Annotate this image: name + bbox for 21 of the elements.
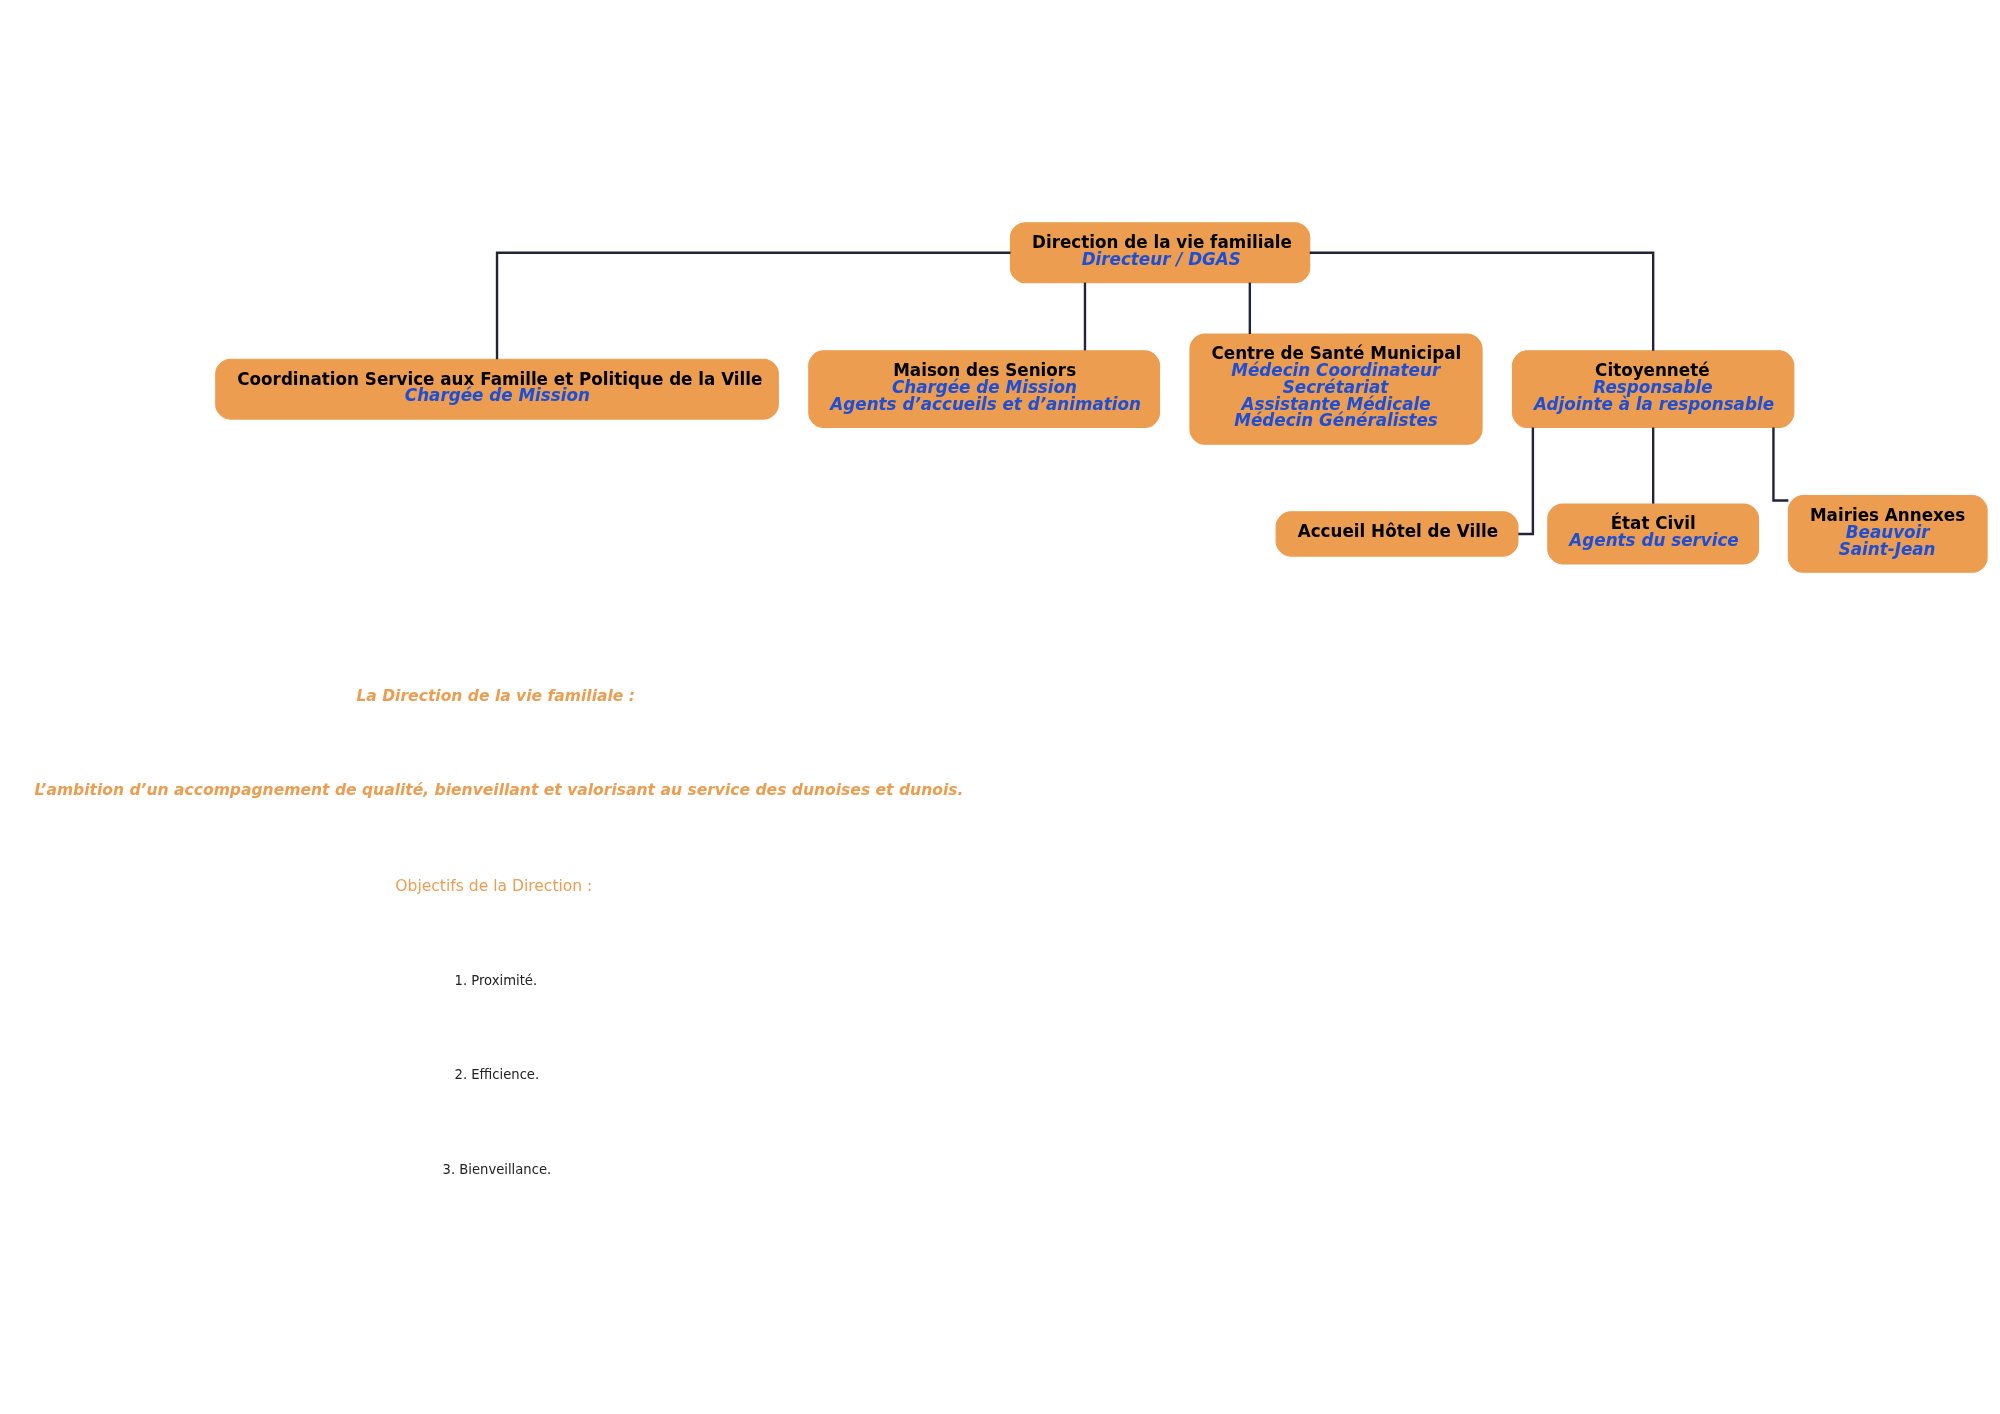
connector: [1518, 427, 1535, 535]
node-box: Citoyenneté Responsable Adjointe à la responsable: [1511, 349, 1795, 428]
label: 3. Bienveillance.: [442, 1161, 552, 1177]
label: Objectifs de la Direction :: [395, 876, 593, 895]
node-box: Direction de la vie familiale Directeur / DGAS: [1009, 221, 1311, 283]
connector: [1248, 282, 1252, 334]
connector: [1309, 251, 1655, 351]
node-box: Centre de Santé Municipal Médecin Coordinateur Secrétariat Assistante Médicale Médecin Généralistes: [1189, 333, 1483, 445]
label: L’ambition d’un accompagnement de qualité, bienveillant et valorisant au service des dunoises et dunois.: [34, 780, 964, 799]
node-box: Maison des Seniors Chargée de Mission Agents d’accueils et d’animation: [808, 349, 1161, 428]
label: 2. Efficience.: [454, 1066, 540, 1082]
node-box: Accueil Hôtel de Ville: [1275, 510, 1519, 557]
label: La Direction de la vie familiale :: [356, 686, 635, 705]
node-box: État Civil Agents du service: [1547, 502, 1760, 564]
connector: [1083, 282, 1087, 350]
connector: [495, 251, 1011, 359]
node-box: Mairies Annexes Beauvoir Saint-Jean: [1787, 494, 1988, 573]
connector: [1651, 427, 1655, 504]
label: 1. Proximité.: [454, 972, 538, 988]
connector: [1772, 426, 1789, 502]
node-box: Coordination Service aux Famille et Politique de la Ville Chargée de Mission: [215, 358, 779, 420]
